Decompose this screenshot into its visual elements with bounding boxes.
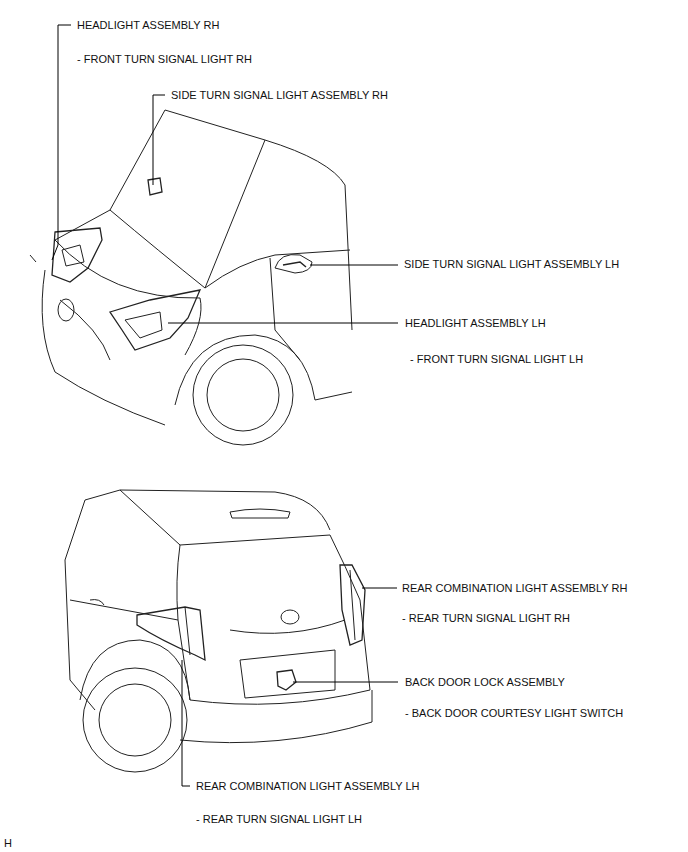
part-label: SIDE TURN SIGNAL LIGHT ASSEMBLY LH <box>404 257 619 271</box>
part-label: - FRONT TURN SIGNAL LIGHT LH <box>410 352 583 366</box>
part-label: - REAR TURN SIGNAL LIGHT RH <box>402 611 570 625</box>
part-label: SIDE TURN SIGNAL LIGHT ASSEMBLY RH <box>171 88 388 102</box>
part-label: - FRONT TURN SIGNAL LIGHT RH <box>77 52 252 66</box>
part-label: REAR COMBINATION LIGHT ASSEMBLY RH <box>402 581 627 595</box>
part-label: BACK DOOR LOCK ASSEMBLY <box>405 675 565 689</box>
part-label: HEADLIGHT ASSEMBLY LH <box>405 316 546 330</box>
part-label: - BACK DOOR COURTESY LIGHT SWITCH <box>405 706 623 720</box>
rear-vehicle <box>65 490 372 772</box>
part-label: - REAR TURN SIGNAL LIGHT LH <box>196 812 362 826</box>
leader-lines <box>52 25 398 786</box>
front-vehicle <box>30 110 352 445</box>
part-label: HEADLIGHT ASSEMBLY RH <box>77 18 219 32</box>
part-label: REAR COMBINATION LIGHT ASSEMBLY LH <box>196 779 420 793</box>
part-label: H <box>4 836 12 850</box>
